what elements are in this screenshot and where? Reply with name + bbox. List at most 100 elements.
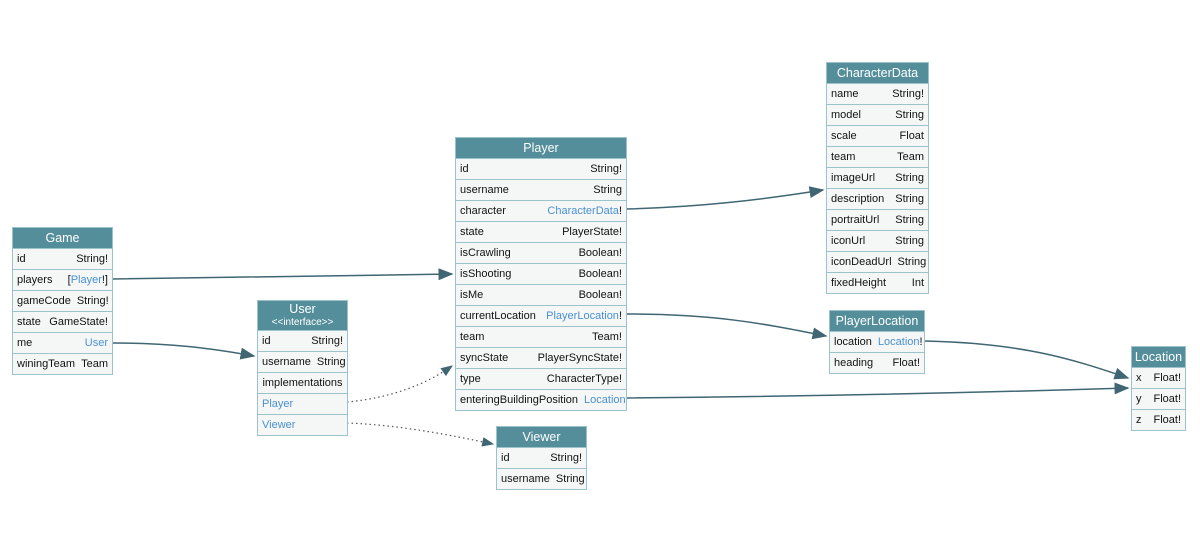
field-row[interactable]: id String!	[497, 447, 586, 468]
type-text: Float!	[1153, 414, 1181, 426]
field-name: enteringBuildingPosition	[460, 394, 579, 406]
field-type: CharacterType!	[547, 369, 622, 389]
field-name: z	[1136, 414, 1142, 426]
field-type: Team!	[592, 327, 622, 347]
field-name: syncState	[460, 352, 509, 364]
node-title[interactable]: Location	[1132, 347, 1185, 367]
node-title[interactable]: Viewer	[497, 427, 586, 447]
field-row[interactable]: team Team!	[456, 326, 626, 347]
field-row[interactable]: id String!	[13, 248, 112, 269]
type-text: Boolean!	[578, 247, 622, 259]
type-link[interactable]: PlayerLocation	[546, 310, 619, 322]
field-name: id	[460, 163, 469, 175]
field-row[interactable]: isMe Boolean!	[456, 284, 626, 305]
field-type: String	[556, 469, 585, 489]
field-name: team	[831, 151, 856, 163]
field-row[interactable]: me User	[13, 332, 112, 353]
field-name: id	[501, 452, 510, 464]
field-name: winingTeam	[17, 358, 76, 370]
field-row[interactable]: players[Player!]	[13, 269, 112, 290]
node-title-text: Viewer	[522, 430, 561, 444]
type-link[interactable]: Player	[70, 274, 102, 286]
field-type: String	[895, 168, 924, 188]
field-type: Boolean!	[579, 285, 622, 305]
node-title[interactable]: CharacterData	[827, 63, 928, 83]
node-title[interactable]: User<<interface>>	[258, 301, 347, 330]
field-name: isShooting	[460, 268, 512, 280]
field-row[interactable]: enteringBuildingPosition Location	[456, 389, 626, 410]
type-suffix: !	[919, 336, 923, 348]
node-title-text: Game	[45, 231, 80, 245]
type-link[interactable]: CharacterData	[547, 205, 619, 217]
node-title-text: PlayerLocation	[835, 314, 919, 328]
node-title[interactable]: Player	[456, 138, 626, 158]
field-name: team	[460, 331, 485, 343]
field-name: state	[460, 226, 484, 238]
edge-player-currentlocation	[625, 313, 828, 340]
field-row[interactable]: z Float!	[1132, 409, 1185, 430]
field-type: String!	[590, 159, 622, 179]
field-type: Boolean!	[579, 243, 622, 263]
field-name: id	[17, 253, 26, 265]
implementation-row[interactable]: Viewer	[258, 414, 347, 435]
field-row[interactable]: id String!	[456, 158, 626, 179]
implementation-row[interactable]: Player	[258, 393, 347, 414]
implementation-link[interactable]: Player	[262, 398, 294, 410]
type-text: Float	[899, 130, 924, 142]
field-type: String!	[550, 448, 582, 468]
edge-playerlocation-location	[923, 340, 1130, 380]
type-text: Float!	[1153, 372, 1181, 384]
implementation-link[interactable]: Viewer	[262, 419, 296, 431]
type-text: String	[895, 172, 924, 184]
node-title[interactable]: Game	[13, 228, 112, 248]
field-name: me	[17, 337, 33, 349]
type-link[interactable]: User	[84, 337, 108, 349]
type-text: String	[895, 235, 924, 247]
field-name: isMe	[460, 289, 484, 301]
type-text: String	[895, 193, 924, 205]
node-title[interactable]: PlayerLocation	[830, 311, 924, 331]
type-link[interactable]: Location	[584, 394, 626, 406]
field-type: String!	[76, 249, 108, 269]
type-link[interactable]: Location	[877, 336, 920, 348]
field-type: String	[895, 189, 924, 209]
type-text: String!	[590, 163, 622, 175]
type-text: String	[555, 473, 585, 485]
